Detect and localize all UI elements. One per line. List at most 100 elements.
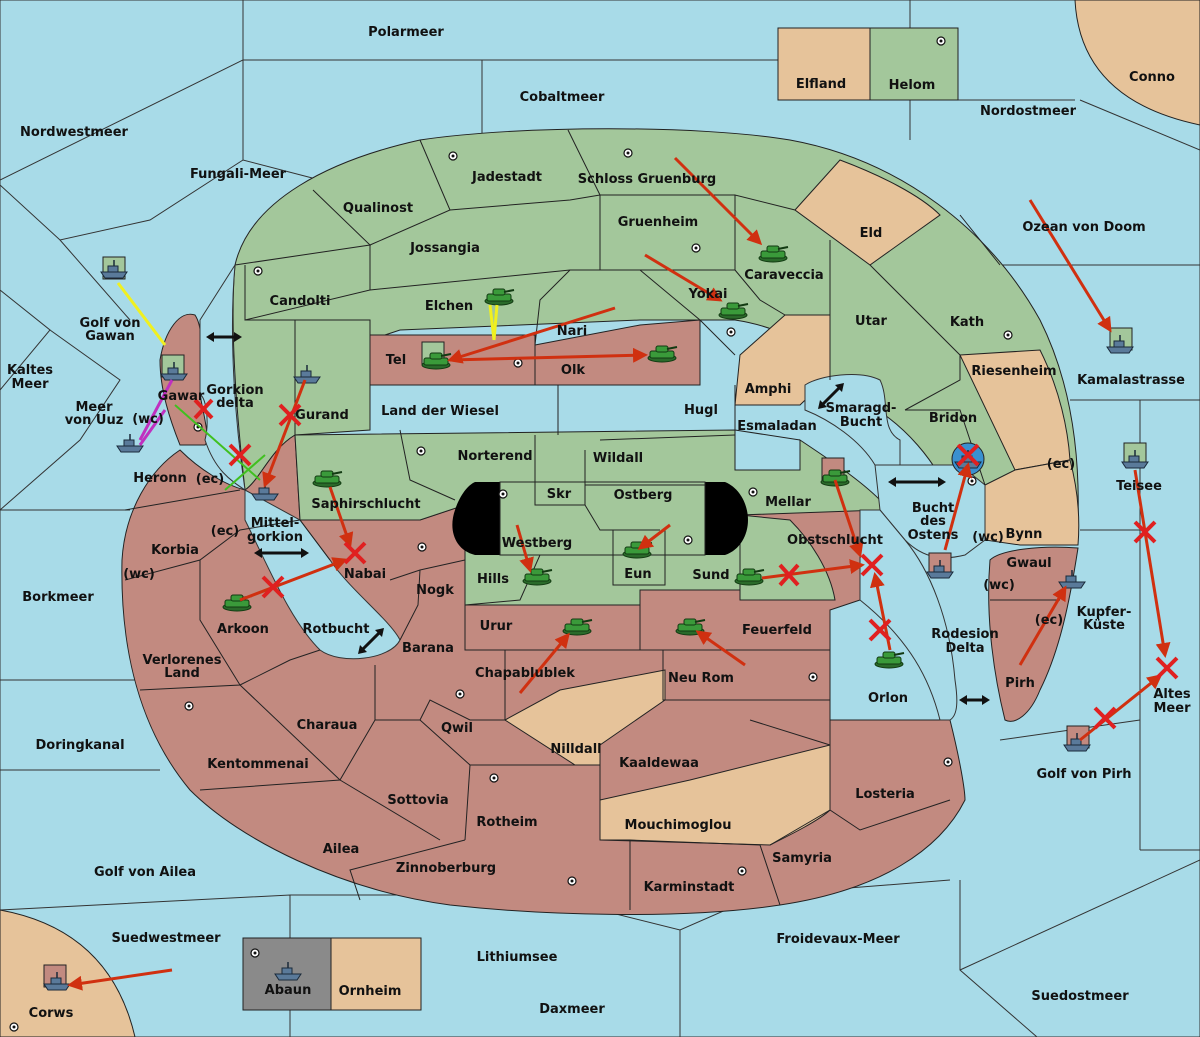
- label-nabai: Nabai: [344, 567, 386, 582]
- label-elfland: Elfland: [796, 77, 846, 92]
- label-westberg: Westberg: [502, 536, 572, 551]
- label-cobaltmeer: Cobaltmeer: [520, 90, 605, 105]
- label-nilldall: Nilldall: [550, 742, 601, 757]
- label-heronn: Heronn: [133, 471, 187, 486]
- label-borkmeer: Borkmeer: [22, 590, 94, 605]
- label-norterend: Norterend: [457, 449, 532, 464]
- label-conno: Conno: [1129, 70, 1175, 85]
- province-bynn[interactable]: [984, 459, 1080, 546]
- label-daxmeer: Daxmeer: [539, 1002, 605, 1017]
- label-caraveccia: Caraveccia: [744, 268, 823, 283]
- region-labels: Polarmeer Cobaltmeer Nordwestmeer Fungal…: [7, 25, 1191, 1021]
- label-urur: Urur: [480, 619, 513, 634]
- label-mouchimoglou: Mouchimoglou: [625, 818, 732, 833]
- label-eld: Eld: [860, 226, 883, 241]
- label-obstschlucht: Obstschlucht: [787, 533, 883, 548]
- label-samyria: Samyria: [772, 851, 832, 866]
- label-golf-von-gawan-2: Gawan: [85, 329, 134, 344]
- label-wc-1: (wc): [132, 412, 164, 427]
- label-meer-von-uuz-1: Meer: [76, 400, 114, 415]
- label-pirh: Pirh: [1005, 676, 1035, 691]
- label-karminstadt: Karminstadt: [644, 880, 735, 895]
- label-bridon: Bridon: [929, 411, 977, 426]
- label-elchen: Elchen: [425, 299, 473, 314]
- label-nordostmeer: Nordostmeer: [980, 104, 1077, 119]
- label-rodesion-delta-1: Rodesion: [931, 627, 998, 642]
- label-wc-2: (wc): [972, 530, 1004, 545]
- label-kamalastrasse: Kamalastrasse: [1077, 373, 1185, 388]
- canal-connections: [206, 332, 990, 705]
- province-elfland[interactable]: [777, 27, 871, 101]
- label-bucht-des-ostens-3: Ostens: [908, 528, 959, 543]
- label-ostberg: Ostberg: [614, 488, 673, 503]
- label-chapablublek: Chapablublek: [475, 666, 575, 681]
- label-zinnoberburg: Zinnoberburg: [396, 861, 496, 876]
- label-jadestadt: Jadestadt: [471, 170, 542, 185]
- label-ozean-von-doom: Ozean von Doom: [1022, 220, 1145, 235]
- label-eun: Eun: [624, 567, 651, 582]
- label-rotbucht: Rotbucht: [303, 622, 370, 637]
- label-abaun: Abaun: [265, 983, 312, 998]
- label-riesenheim: Riesenheim: [971, 364, 1056, 379]
- province-corws[interactable]: [0, 909, 136, 1037]
- label-verlorenes-land-2: Land: [164, 666, 200, 681]
- label-neu-rom: Neu Rom: [668, 671, 734, 686]
- label-qwil: Qwil: [441, 721, 473, 736]
- province-ornheim[interactable]: [330, 937, 422, 1011]
- label-helom: Helom: [889, 78, 936, 93]
- label-altes-meer-2: Meer: [1154, 701, 1192, 716]
- label-suedwestmeer: Suedwestmeer: [111, 931, 221, 946]
- impassable-west: [452, 482, 500, 555]
- label-gorkion-delta-2: delta: [216, 396, 254, 411]
- sea-gorkion-delta[interactable]: [199, 264, 246, 492]
- province-conno[interactable]: [1074, 0, 1200, 126]
- label-charaua: Charaua: [297, 718, 358, 733]
- label-polarmeer: Polarmeer: [368, 25, 444, 40]
- label-esmaladan: Esmaladan: [737, 419, 817, 434]
- centre-green: [499, 481, 706, 556]
- label-mittel-gorkion-1: Mittel-: [251, 516, 300, 531]
- label-gwaul: Gwaul: [1006, 556, 1051, 571]
- label-jossangia: Jossangia: [409, 241, 480, 256]
- label-schloss-gruenburg: Schloss Gruenburg: [578, 172, 716, 187]
- label-froidevaux-meer: Froidevaux-Meer: [776, 932, 900, 947]
- sea-rodesion-delta[interactable]: [859, 509, 958, 721]
- label-rotheim: Rotheim: [476, 815, 537, 830]
- label-wc-3: (wc): [123, 567, 155, 582]
- label-meer-von-uuz-2: von Uuz: [65, 413, 124, 428]
- label-kath: Kath: [950, 315, 984, 330]
- province-olk[interactable]: [534, 319, 701, 386]
- label-suedostmeer: Suedostmeer: [1031, 989, 1129, 1004]
- impassable-east: [705, 482, 748, 555]
- label-smaragd-bucht-1: Smaragd-: [826, 401, 897, 416]
- label-kaltes-meer-1: Kaltes: [7, 363, 53, 378]
- label-mittel-gorkion-2: gorkion: [247, 530, 303, 545]
- label-candolti: Candolti: [270, 294, 331, 309]
- label-rodesion-delta-2: Delta: [945, 641, 984, 656]
- label-kupfer-kueste-2: Küste: [1083, 618, 1125, 633]
- sea-rotbucht[interactable]: [244, 489, 401, 660]
- label-kentommenai: Kentommenai: [207, 757, 308, 772]
- label-qualinost: Qualinost: [343, 201, 413, 216]
- label-smaragd-bucht-2: Bucht: [840, 415, 882, 430]
- label-teisee: Teisee: [1116, 479, 1162, 494]
- label-bucht-des-ostens-1: Bucht: [912, 501, 954, 516]
- label-ornheim: Ornheim: [339, 984, 402, 999]
- province-eld[interactable]: [794, 159, 941, 266]
- failed-order-marks: [193, 398, 1179, 730]
- label-tel: Tel: [386, 353, 406, 368]
- label-gorkion-delta-1: Gorkion: [206, 383, 263, 398]
- label-saphirschlucht: Saphirschlucht: [311, 497, 420, 512]
- label-gurand: Gurand: [295, 408, 349, 423]
- label-yokai: Yokai: [687, 287, 727, 302]
- order-arrows: [67, 156, 1171, 991]
- label-golf-von-pirh: Golf von Pirh: [1036, 767, 1131, 782]
- label-ec-3: (ec): [211, 524, 239, 539]
- supply-centres: [9, 36, 1013, 1032]
- label-fungali-meer: Fungali-Meer: [190, 167, 287, 182]
- label-wildall: Wildall: [593, 451, 643, 466]
- label-orlon: Orlon: [868, 691, 908, 706]
- label-barana: Barana: [402, 641, 454, 656]
